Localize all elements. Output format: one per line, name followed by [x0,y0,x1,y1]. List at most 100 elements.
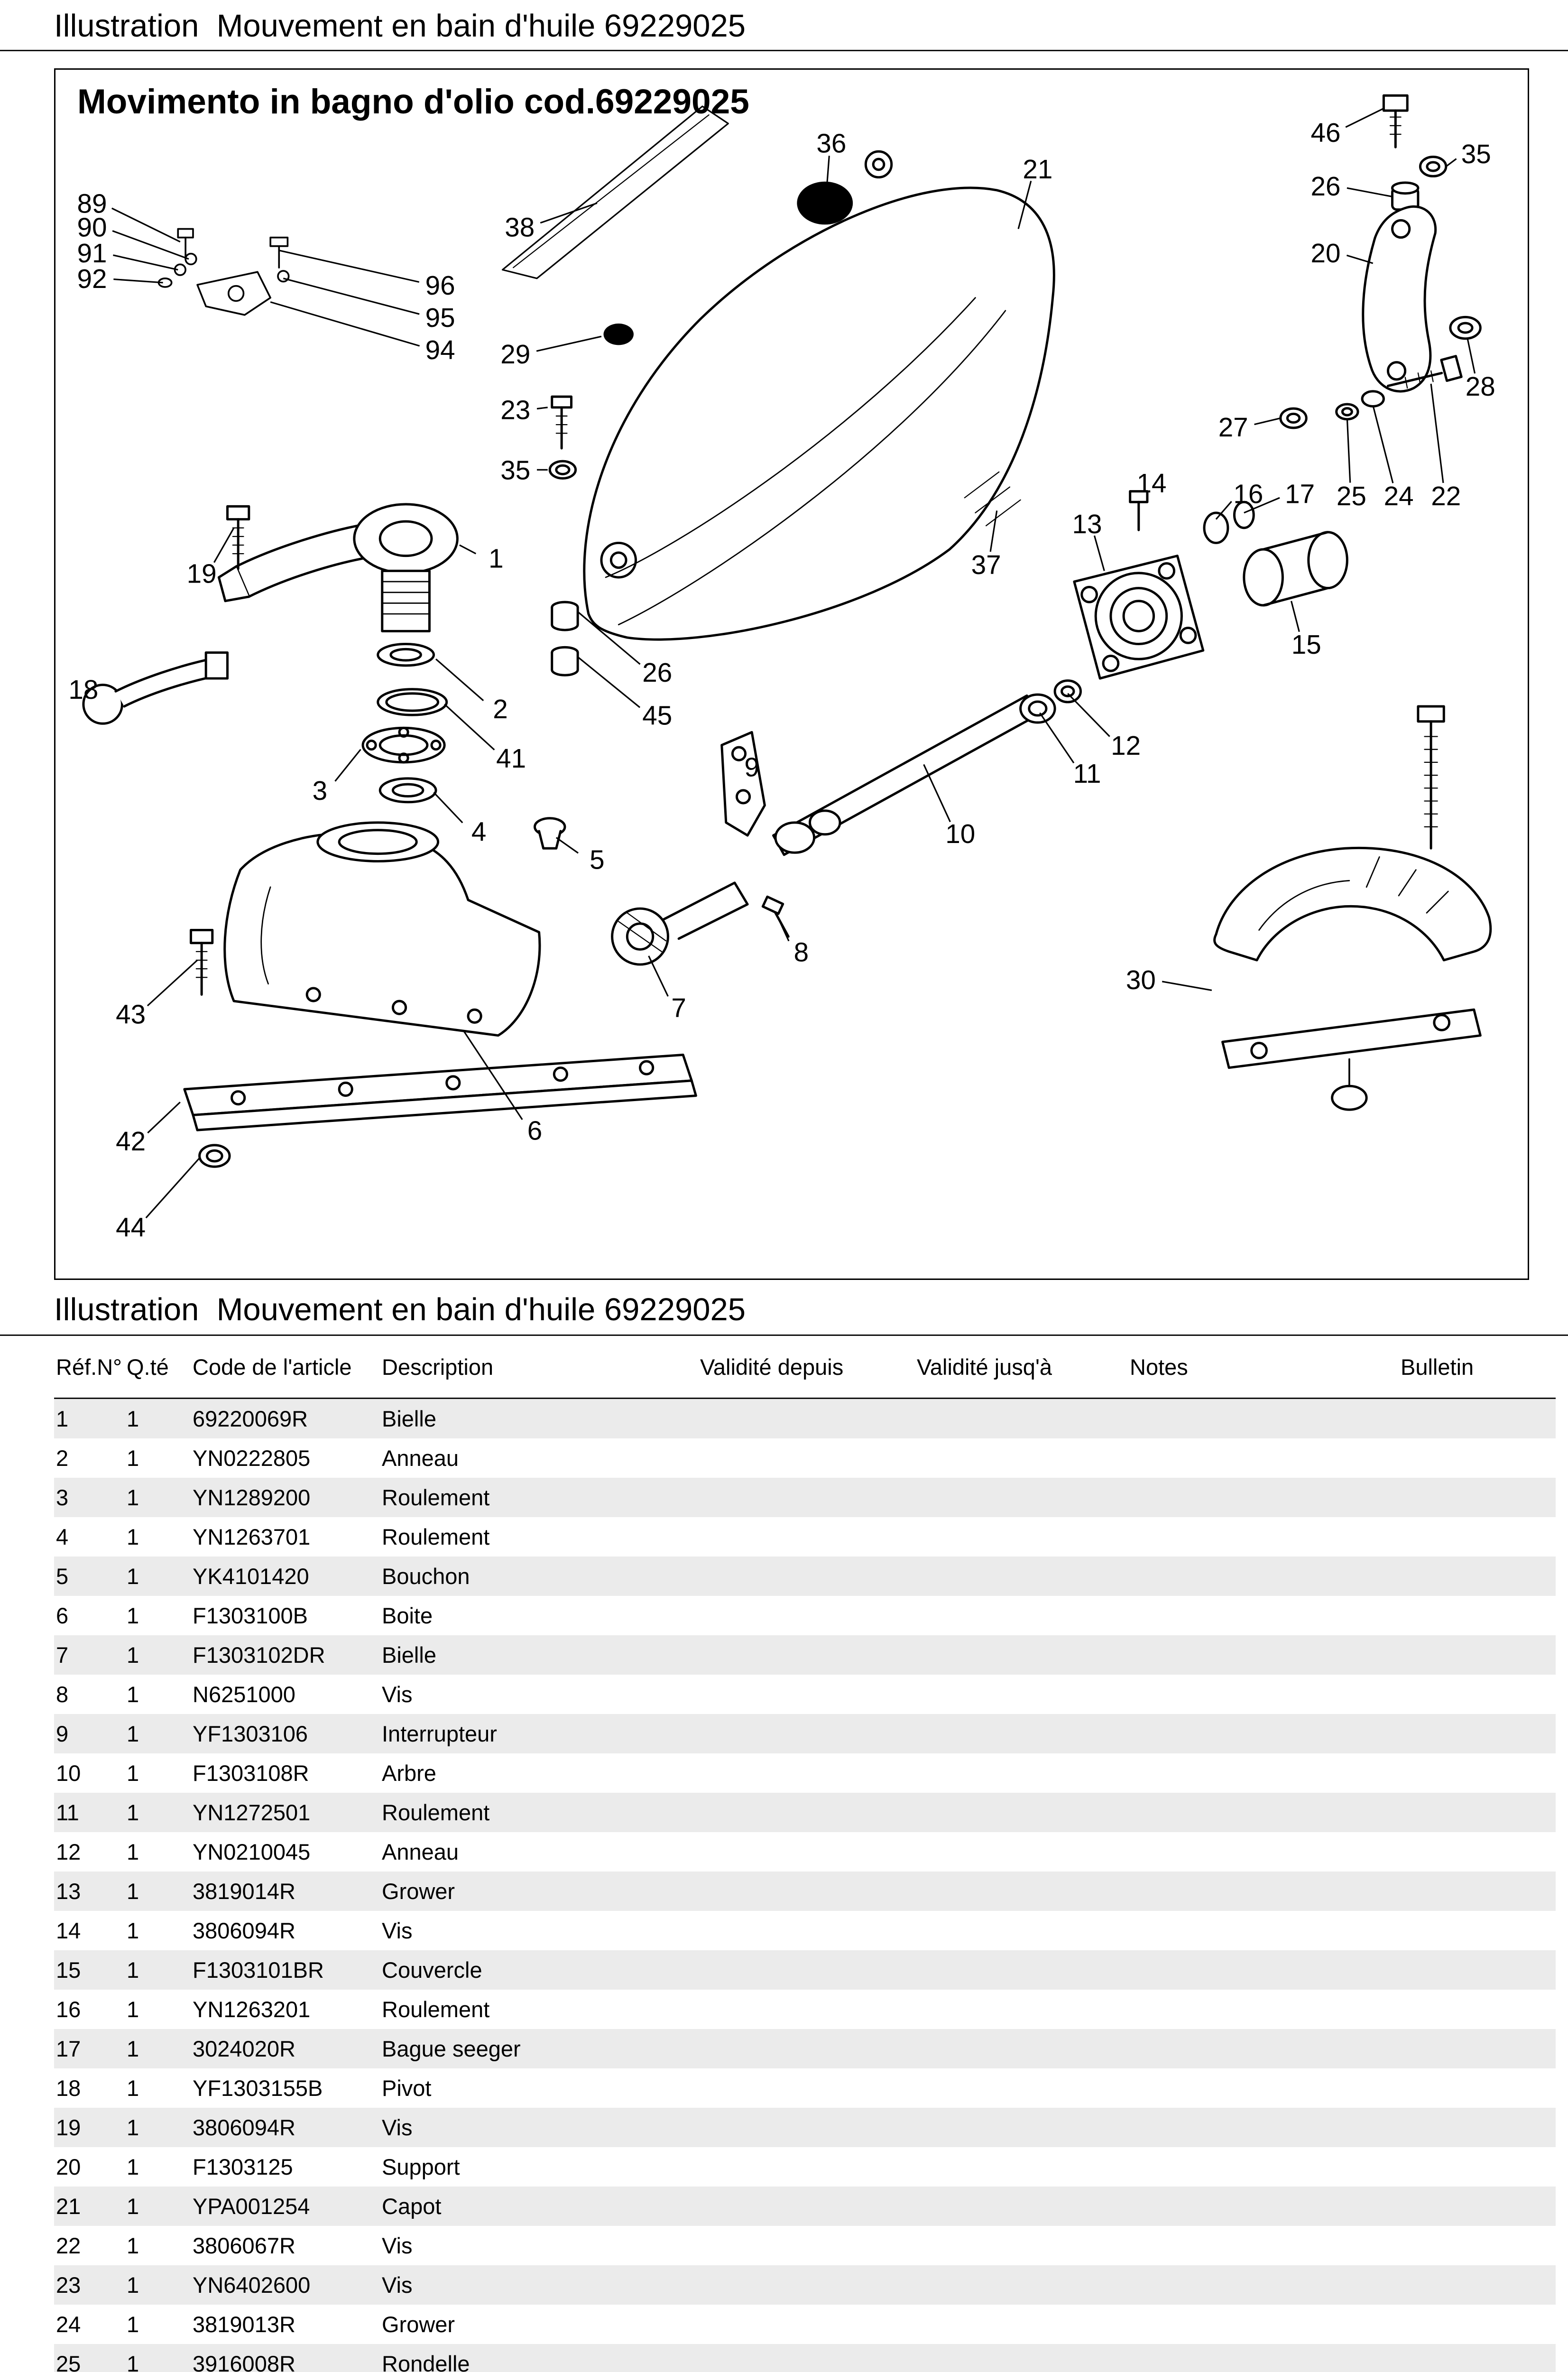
table-cell: 5 [56,1564,69,1589]
table-cell [1128,2147,1399,2187]
table-cell [698,2305,915,2344]
callout-17: 17 [1285,480,1315,510]
table-cell: Vis [382,1682,413,1707]
callout-leader-16 [1215,500,1232,520]
callout-leader-92 [113,278,163,284]
table-cell [698,1714,915,1753]
table-cell [1399,1753,1556,1793]
table-cell [698,1596,915,1635]
callout-36: 36 [816,129,846,159]
callout-4: 4 [471,817,487,847]
table-cell [1399,1911,1556,1950]
table-cell: Capot [382,2194,442,2219]
table-row: 15 1 F1303101BR Couvercle [54,1950,1556,1990]
table-cell [1128,1872,1399,1911]
part-bearing-stack [361,643,566,850]
table-cell [1399,2344,1556,2372]
table-cell [915,1557,1128,1596]
callout-13: 13 [1072,510,1102,539]
table-cell: Arbre [382,1760,436,1786]
table-cell: Couvercle [382,1957,482,1983]
callout-leader-91 [113,254,178,271]
table-cell [698,1438,915,1478]
callout-leader-25 [1346,418,1351,483]
callout-94: 94 [425,335,455,365]
part-support [1279,94,1482,429]
column-header: Code de l'article [191,1336,380,1399]
table-cell [1399,1872,1556,1911]
table-cell: 1 [127,1800,139,1825]
callout-12: 12 [1111,731,1141,761]
table-cell: F1303101BR [193,1957,324,1983]
column-header: Réf.N° [54,1336,125,1399]
callout-leader-17 [1244,497,1280,514]
table-cell: 4 [56,1524,69,1550]
callout-leader-22 [1430,383,1444,483]
table-cell [915,2108,1128,2147]
table-cell: YK4101420 [193,1564,309,1589]
exploded-diagram: 8990919296959438362146352620282725242229… [68,94,1495,1243]
table-cell: 8 [56,1682,69,1707]
table-cell: F1303108R [193,1760,309,1786]
table-cell [1128,1675,1399,1714]
callout-28: 28 [1466,372,1495,402]
table-cell: Roulement [382,1485,490,1510]
table-cell [915,1478,1128,1517]
page-title-middle: Illustration Mouvement en bain d'huile 6… [54,1292,746,1328]
table-cell: Anneau [382,1445,459,1471]
table-cell [915,2029,1128,2068]
table-cell [1128,2108,1399,2147]
callout-leader-6 [463,1030,523,1120]
table-cell: YN1272501 [193,1800,311,1825]
table-cell: 1 [127,2272,139,2298]
table-cell [1128,1714,1399,1753]
callout-29: 29 [500,340,530,370]
callout-leader-12 [1067,693,1110,737]
table-cell: 18 [56,2076,81,2101]
callout-leader-8 [779,921,790,942]
callout-leader-5 [555,837,579,854]
table-cell: Grower [382,1879,455,1904]
table-cell: 1 [127,1957,139,1983]
table-cell [698,2029,915,2068]
table-cell: YN1263701 [193,1524,311,1550]
table-cell [1128,2029,1399,2068]
callout-leader-44 [145,1158,200,1219]
callout-leader-42 [147,1102,181,1134]
table-cell [915,1911,1128,1950]
table-cell [915,2147,1128,2187]
table-cell [1128,1635,1399,1675]
table-cell: 21 [56,2194,81,2219]
table-cell [1399,2305,1556,2344]
table-cell: 1 [127,2233,139,2259]
table-cell: 15 [56,1957,81,1983]
table-cell: YN0222805 [193,1445,311,1471]
table-cell [698,1635,915,1675]
table-cell [1399,2029,1556,2068]
table-cell [698,1557,915,1596]
part-rod [82,503,459,725]
table-cell [1128,1911,1399,1950]
callout-leader-96 [278,250,420,283]
table-cell: YN1289200 [193,1485,311,1510]
table-cell: F1303100B [193,1603,308,1629]
callout-91: 91 [77,239,107,269]
table-cell [1128,2305,1399,2344]
table-cell: 11 [56,1800,79,1825]
callout-89: 89 [77,189,107,219]
table-cell: 19 [56,2115,81,2140]
callout-5: 5 [590,845,605,875]
